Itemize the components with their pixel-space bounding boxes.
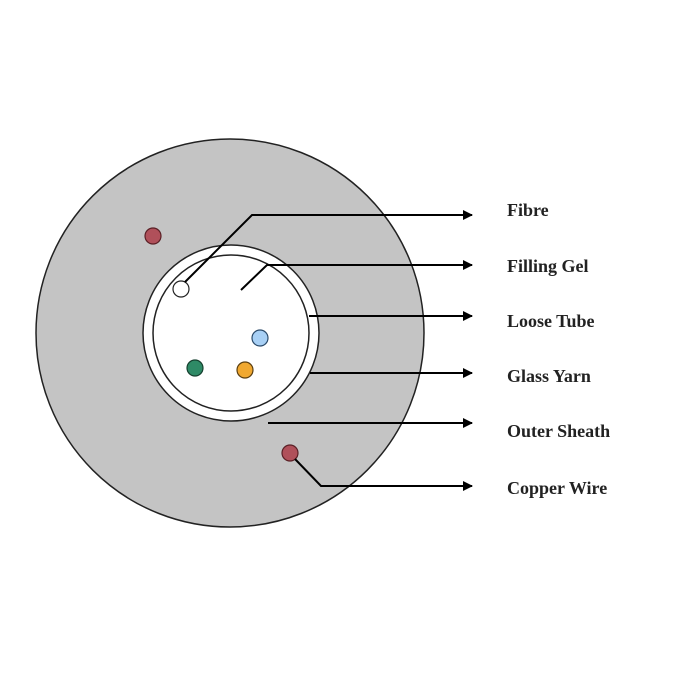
label-outer-sheath: Outer Sheath bbox=[507, 421, 611, 441]
loose-tube bbox=[152, 254, 310, 412]
label-filling-gel: Filling Gel bbox=[507, 256, 589, 276]
label-glass-yarn: Glass Yarn bbox=[507, 366, 591, 386]
fibre-green bbox=[186, 359, 204, 377]
label-copper-wire: Copper Wire bbox=[507, 478, 608, 498]
fibre-blue bbox=[251, 329, 269, 347]
copper-wire-leader-arrow bbox=[294, 458, 473, 491]
copper-wire-1 bbox=[144, 227, 162, 245]
fibre-leader-arrow bbox=[184, 210, 473, 283]
label-loose-tube: Loose Tube bbox=[507, 311, 595, 331]
label-fibre: Fibre bbox=[507, 200, 549, 220]
filling-gel-leader-arrow bbox=[240, 260, 473, 291]
fibre-orange bbox=[236, 361, 254, 379]
fibre-white bbox=[172, 280, 190, 298]
copper-wire-2 bbox=[281, 444, 299, 462]
